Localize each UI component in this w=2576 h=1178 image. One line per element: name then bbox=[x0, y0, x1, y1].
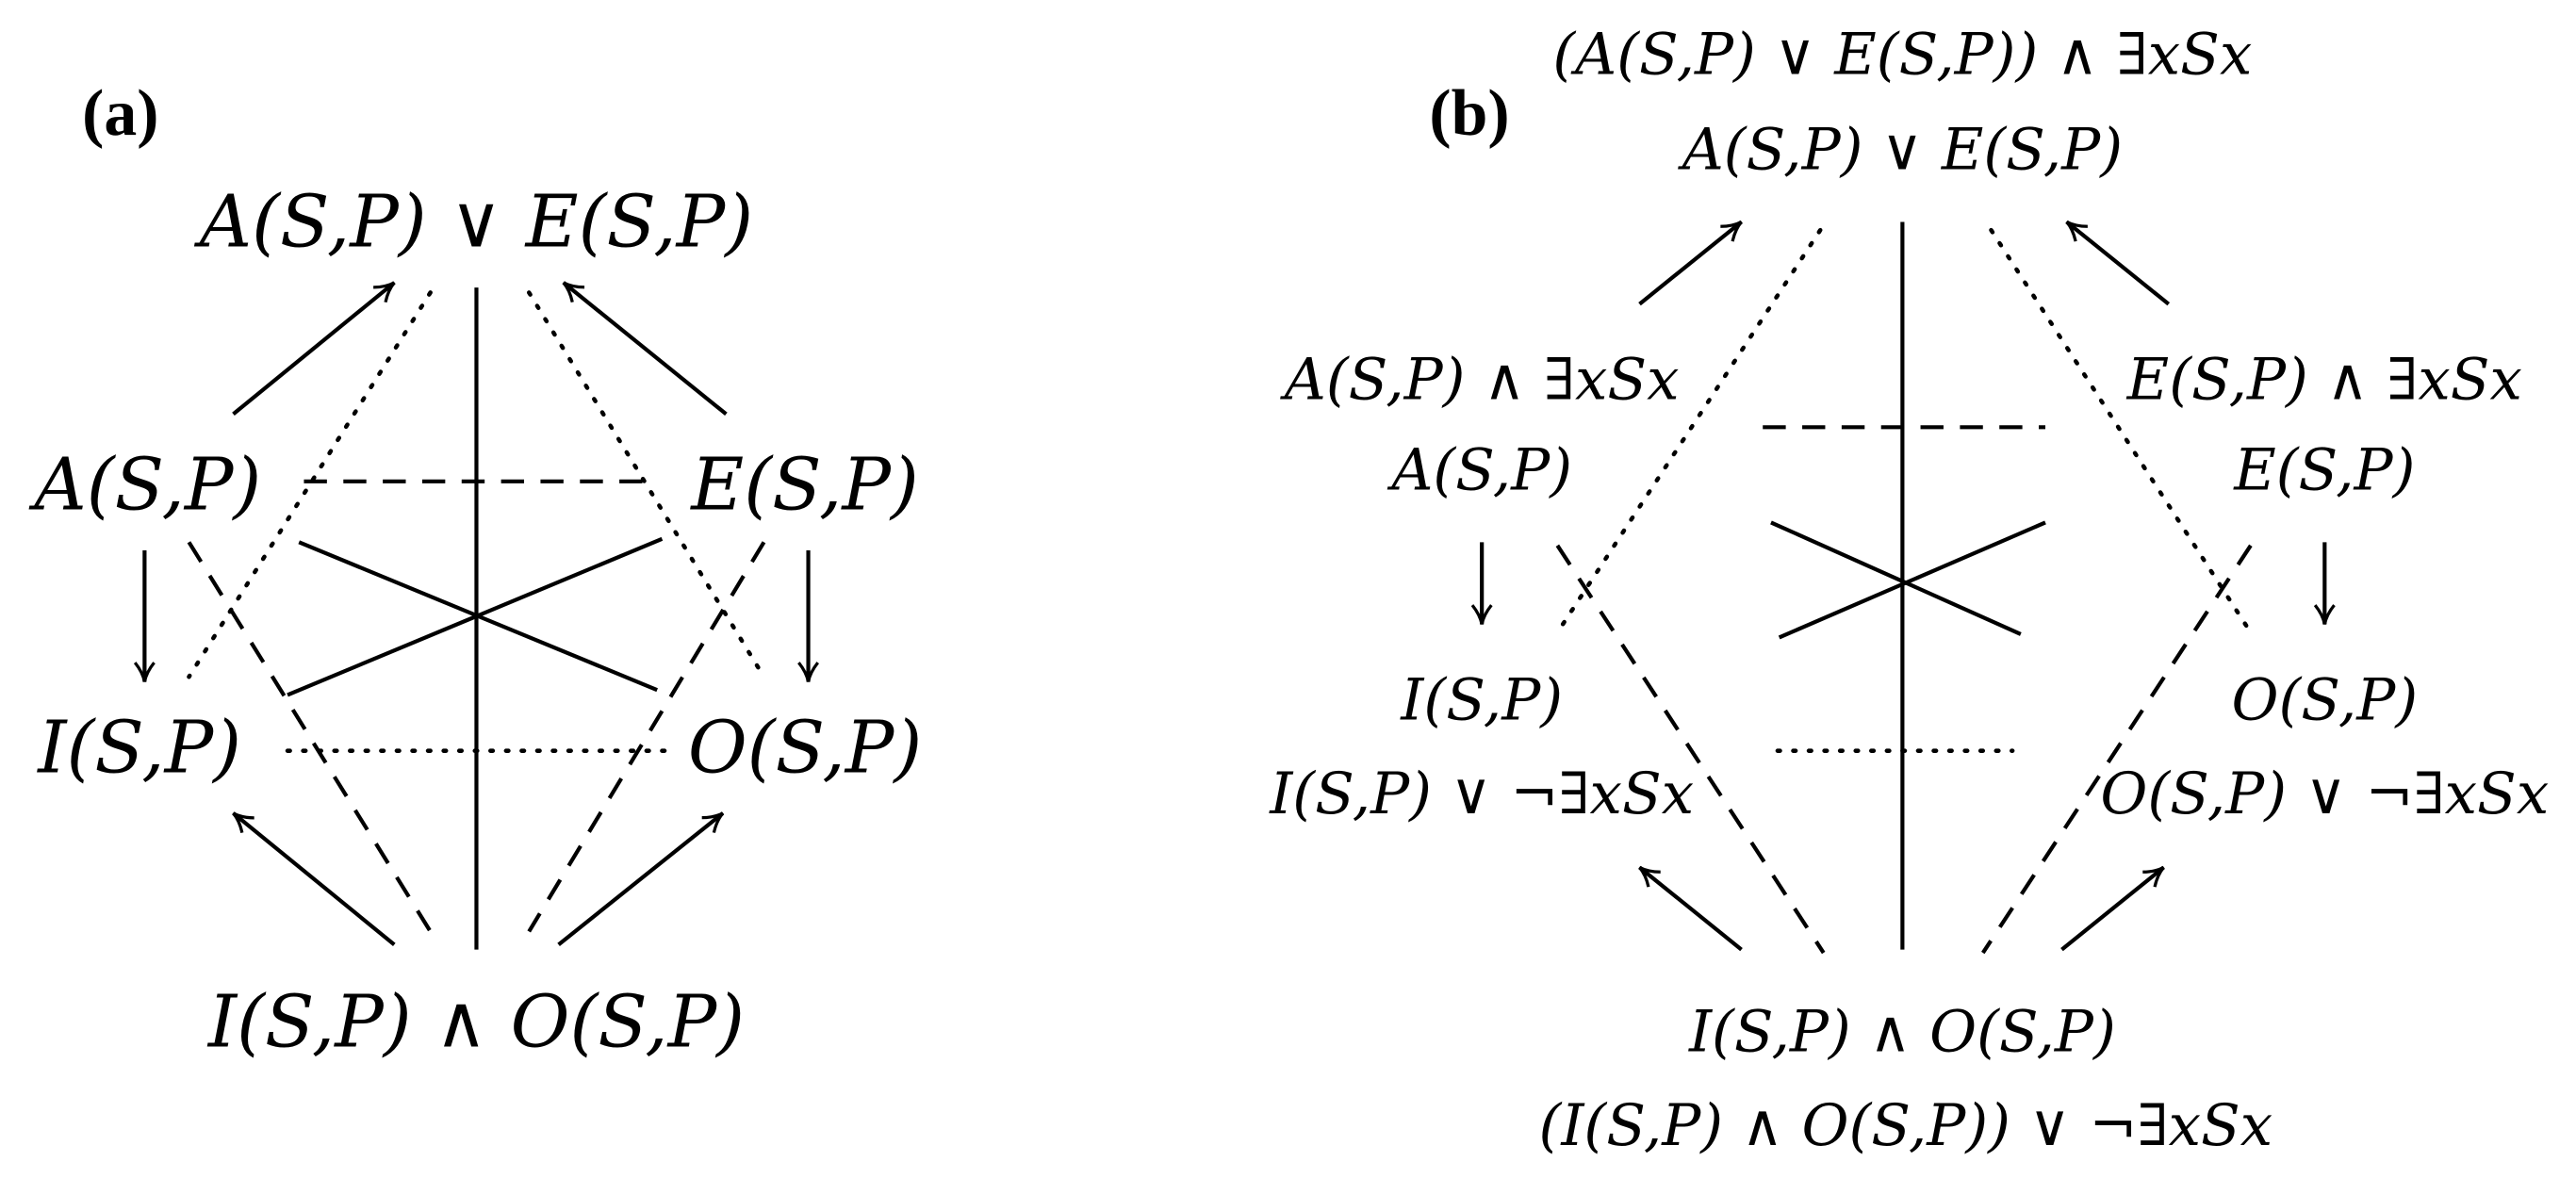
panel-b: (b) (A(S,P) ∨ E(S,P)) ∧ ∃xSx A(S,P) ∨ E(… bbox=[1269, 22, 2549, 1159]
node-a-outer: A(S,P) ∧ ∃xSx bbox=[1280, 347, 1680, 414]
node-o-inner: O(S,P) bbox=[2231, 667, 2418, 734]
arrow-e-to-top bbox=[2065, 220, 2171, 306]
node-e-inner: E(S,P) bbox=[2233, 437, 2415, 504]
node-i-outer: I(S,P) ∨ ¬∃xSx bbox=[1269, 761, 1694, 827]
node-o: O(S,P) bbox=[688, 706, 923, 790]
dashed-line-e-bottom bbox=[1981, 544, 2253, 955]
contradiction-line-a-o bbox=[1770, 520, 2022, 636]
contradiction-line-e-i bbox=[1778, 520, 2046, 640]
node-top-outer: (A(S,P) ∨ E(S,P)) ∧ ∃xSx bbox=[1552, 22, 2252, 89]
arrow-e-to-top bbox=[562, 281, 728, 416]
node-i: I(S,P) bbox=[36, 706, 241, 790]
panel-a: (a) A(S,P) ∨ E(S,P) A(S,P) E(S,P) I(S,P)… bbox=[28, 77, 922, 1064]
node-bottom-inner: I(S,P) ∧ O(S,P) bbox=[1688, 999, 2116, 1066]
arrow-a-to-top bbox=[1638, 220, 1743, 306]
node-bottom-outer: (I(S,P) ∧ O(S,P)) ∨ ¬∃xSx bbox=[1539, 1092, 2273, 1159]
node-e-outer: E(S,P) ∧ ∃xSx bbox=[2126, 347, 2522, 414]
panel-a-label: (a) bbox=[82, 77, 158, 150]
node-e: E(S,P) bbox=[689, 443, 919, 527]
dotted-line-top-i bbox=[1555, 227, 1823, 635]
arrow-bottom-to-o bbox=[2060, 865, 2165, 952]
arrow-bottom-to-i bbox=[1638, 865, 1743, 952]
dotted-line-top-o bbox=[1989, 227, 2254, 635]
panel-b-label: (b) bbox=[1429, 77, 1509, 150]
node-i-inner: I(S,P) bbox=[1400, 667, 1563, 734]
contradiction-line-e-i bbox=[287, 536, 664, 697]
node-i-and-o: I(S,P) ∧ O(S,P) bbox=[206, 980, 745, 1064]
node-a-or-e: A(S,P) ∨ E(S,P) bbox=[194, 181, 753, 265]
arrow-a-to-top bbox=[232, 281, 396, 416]
node-a: A(S,P) bbox=[28, 443, 261, 527]
dotted-line-top-i bbox=[187, 290, 433, 679]
node-top-inner: A(S,P) ∨ E(S,P) bbox=[1678, 117, 2123, 184]
dotted-line-top-o bbox=[526, 290, 766, 679]
node-o-outer: O(S,P) ∨ ¬∃xSx bbox=[2100, 761, 2549, 827]
dashed-line-a-bottom bbox=[1555, 544, 1826, 955]
node-a-inner: A(S,P) bbox=[1386, 437, 1572, 504]
arrow-bottom-to-i bbox=[232, 811, 396, 946]
arrow-bottom-to-o bbox=[557, 811, 725, 946]
